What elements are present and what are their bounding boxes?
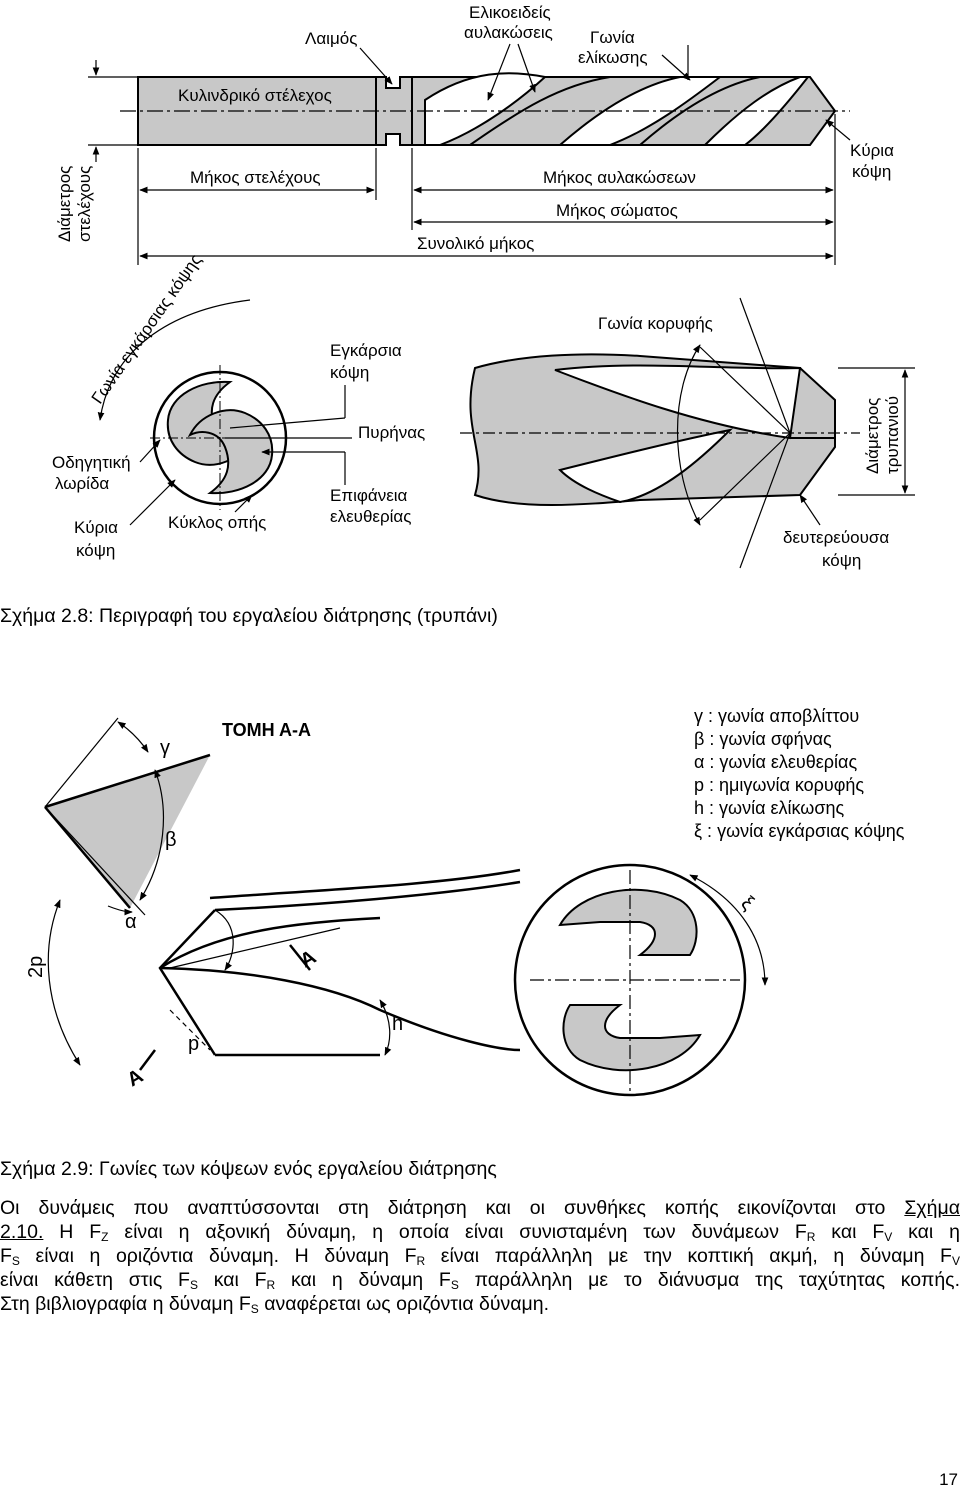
figure-drill-description: Κυλινδρικό στέλεχος Λαιμός Ελικοειδείς α… [52, 3, 915, 570]
label-drill-diameter-2: τρυπανιού [883, 396, 902, 474]
subscript: V [951, 1254, 960, 1268]
label-secondary-cutting-edge-1: δευτερεύουσα [783, 528, 889, 547]
text-run: F [0, 1245, 12, 1267]
label-main-cutting-edge-2b: κόψη [76, 541, 115, 560]
figure-link-cont[interactable]: 2.10. [0, 1221, 44, 1243]
subscript: S [250, 1302, 259, 1316]
text-run: Στη βιβλιογραφία η δύναμη F [0, 1293, 251, 1315]
symbol-gamma: γ [160, 737, 170, 759]
subscript: R [806, 1230, 816, 1244]
subscript: Z [101, 1230, 109, 1244]
label-drill-diameter-1: Διάμετρος [863, 398, 882, 474]
paragraph-line: FS είναι η οριζόντια δύναμη. Η δύναμη FR… [0, 1244, 960, 1268]
text-run: και F [815, 1221, 885, 1243]
label-secondary-cutting-edge-2: κόψη [822, 551, 861, 570]
section-wedge [45, 755, 210, 908]
text-run: και F [197, 1269, 267, 1291]
figure-link[interactable]: Σχήμα [904, 1197, 960, 1219]
text-run: είναι παράλληλη με την κοπτική ακμή, η δ… [425, 1245, 952, 1267]
legend-item: ξ : γωνία εγκάρσιας κόψης [694, 821, 905, 841]
paragraph-line: είναι κάθετη στις FS και FR και η δύναμη… [0, 1268, 960, 1292]
label-chisel-edge-2: κόψη [330, 363, 369, 382]
figure-2-8-caption: Σχήμα 2.8: Περιγραφή του εργαλείου διάτρ… [0, 605, 498, 627]
label-clearance-surface-1: Επιφάνεια [330, 486, 408, 505]
text-run: και η [892, 1221, 960, 1243]
label-core: Πυρήνας [358, 423, 425, 442]
label-helical-flutes-1: Ελικοειδείς [469, 3, 551, 22]
label-helix-angle-1: Γωνία [590, 28, 635, 47]
drill-cross-section [150, 365, 290, 510]
label-cylindrical-shank: Κυλινδρικό στέλεχος [178, 86, 332, 105]
paragraph-line: 2.10. Η FZ είναι η αξονική δύναμη, η οπο… [0, 1220, 960, 1244]
section-title: ΤΟΜΗ Α-Α [222, 720, 311, 740]
label-clearance-surface-2: ελευθερίας [330, 507, 411, 526]
symbol-2p: 2p [25, 956, 47, 978]
subscript: S [11, 1254, 20, 1268]
subscript: V [884, 1230, 893, 1244]
text-run: Η F [43, 1221, 102, 1243]
subscript: R [266, 1278, 276, 1292]
legend-item: β : γωνία σφήνας [694, 729, 832, 749]
label-guide-margin-1: Οδηγητική [52, 453, 131, 472]
paragraph-line: Οι δυνάμεις που αναπτύσσονται στη διάτρη… [0, 1196, 960, 1220]
text-run: είναι κάθετη στις F [0, 1269, 190, 1291]
label-total-length: Συνολικό μήκος [417, 234, 534, 253]
legend-item: p : ημιγωνία κορυφής [694, 775, 864, 795]
angle-legend: γ : γωνία αποβλίττου β : γωνία σφήνας α … [694, 706, 905, 841]
label-main-cutting-edge-2: κόψη [852, 162, 891, 181]
paragraph-line: Στη βιβλιογραφία η δύναμη FS αναφέρεται … [0, 1292, 960, 1316]
symbol-alpha: α [125, 911, 137, 933]
legend-item: γ : γωνία αποβλίττου [694, 706, 859, 726]
label-shank-length: Μήκος στελέχους [190, 168, 321, 187]
label-chisel-edge-1: Εγκάρσια [330, 341, 402, 360]
label-body-length: Μήκος σώματος [556, 201, 678, 220]
text-run: και η δύναμη F [275, 1269, 451, 1291]
symbol-xi: ξ [737, 892, 758, 915]
drill-tip-view [460, 353, 860, 506]
symbol-h: h [392, 1013, 403, 1035]
text-run: είναι η αξονική δύναμη, η οποία είναι συ… [108, 1221, 807, 1243]
label-main-cutting-edge-2a: Κύρια [74, 518, 118, 537]
text-run: αναφέρεται ως οριζόντια δύναμη. [258, 1293, 550, 1315]
label-shank-diameter-1: Διάμετρος [55, 166, 74, 242]
label-neck: Λαιμός [305, 29, 357, 48]
label-helix-angle-2: ελίκωσης [578, 48, 648, 67]
drill-end-view [513, 863, 747, 1097]
label-flute-length: Μήκος αυλακώσεων [543, 168, 696, 187]
drill-tip-outline [158, 868, 521, 1057]
label-shank-diameter-2: στελέχους [75, 166, 94, 242]
section-mark-a-1: A [297, 946, 321, 972]
label-helical-flutes-2: αυλακώσεις [464, 23, 553, 42]
text-run: είναι η οριζόντια δύναμη. Η δύναμη F [19, 1245, 417, 1267]
label-guide-margin-2: λωρίδα [55, 474, 109, 493]
label-hole-circle: Κύκλος οπής [168, 513, 266, 532]
legend-item: h : γωνία ελίκωσης [694, 798, 844, 818]
figure-2-9-caption: Σχήμα 2.9: Γωνίες των κόψεων ενός εργαλε… [0, 1158, 497, 1180]
label-point-angle: Γωνία κορυφής [598, 314, 713, 333]
subscript: S [450, 1278, 459, 1292]
subscript: R [416, 1254, 426, 1268]
figure-cutting-angles: ΤΟΜΗ Α-Α γ β α 2p p h A A ξ γ : γωνία απ… [25, 706, 905, 1097]
section-mark-a-2: A [124, 1065, 148, 1091]
text-run: παράλληλη με το διάνυσμα της ταχύτητας κ… [458, 1269, 960, 1291]
body-paragraph: Οι δυνάμεις που αναπτύσσονται στη διάτρη… [0, 1196, 960, 1316]
text-run: Οι δυνάμεις που αναπτύσσονται στη διάτρη… [0, 1197, 886, 1219]
symbol-beta: β [165, 829, 177, 851]
symbol-p: p [188, 1033, 199, 1055]
page-number: 17 [939, 1470, 958, 1489]
subscript: S [189, 1278, 198, 1292]
legend-item: α : γωνία ελευθερίας [694, 752, 857, 772]
label-main-cutting-edge: Κύρια [850, 141, 894, 160]
